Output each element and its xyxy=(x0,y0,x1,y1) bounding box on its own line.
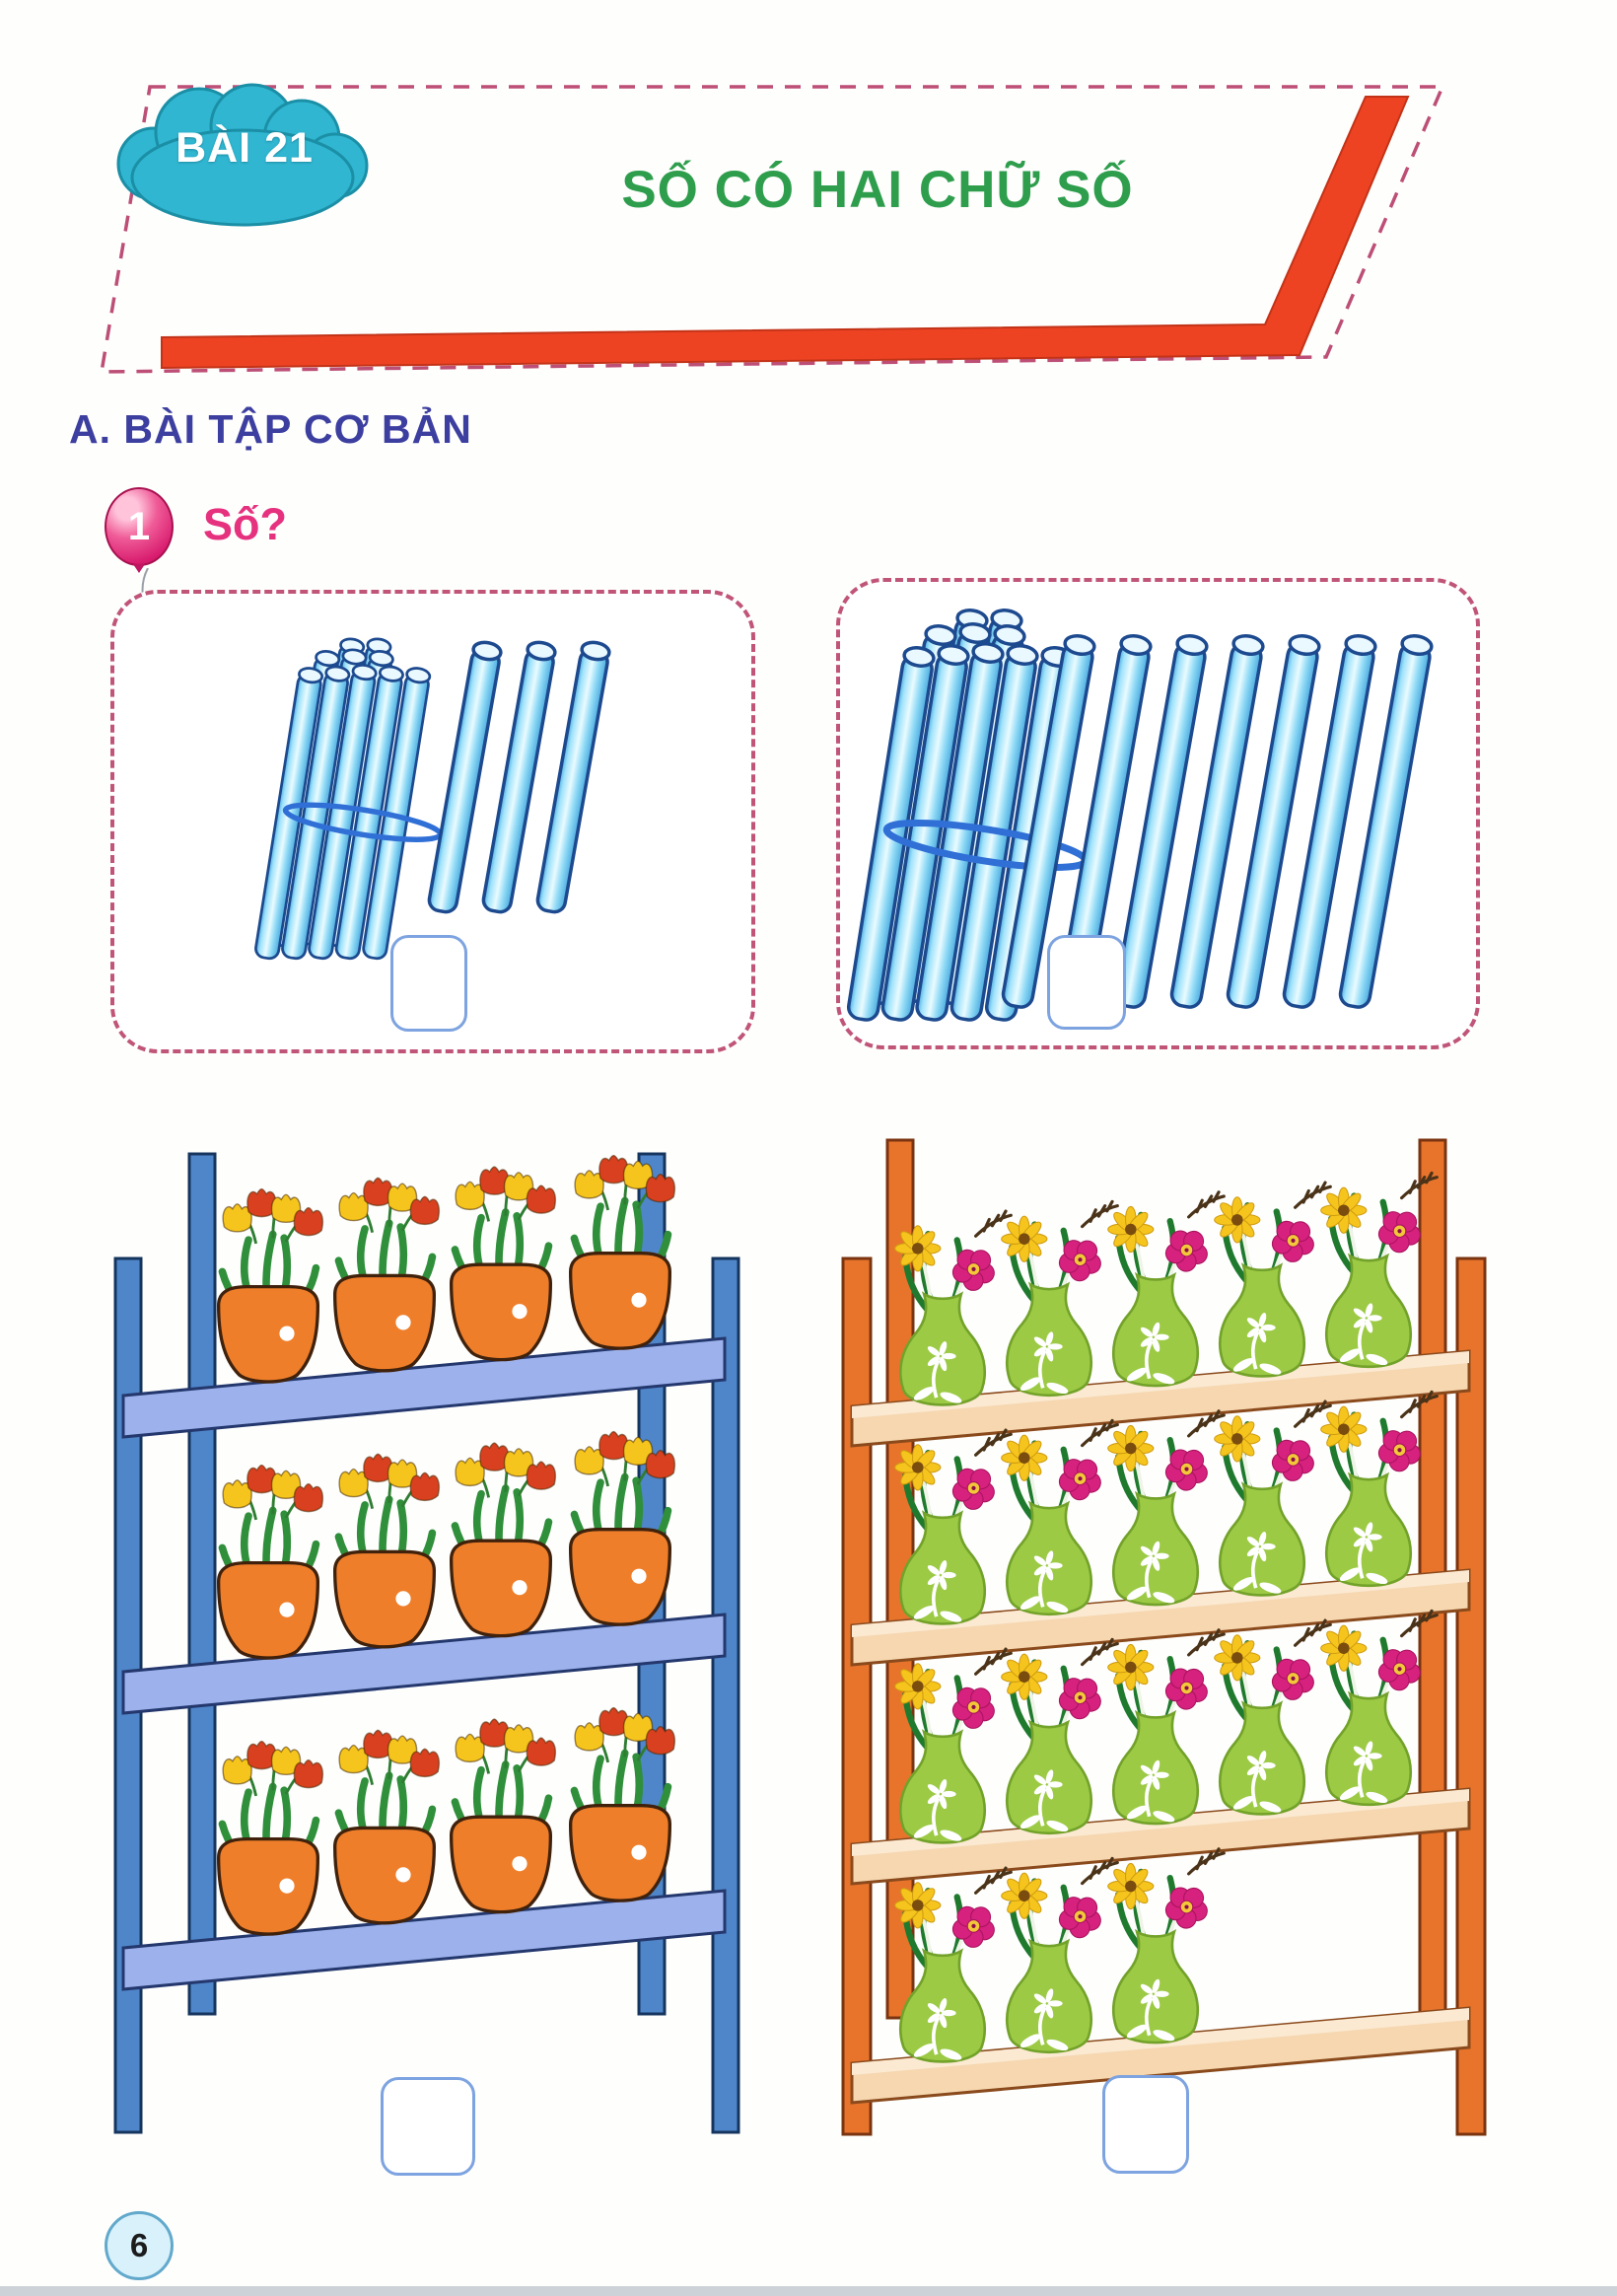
answer-box-sticks-left[interactable] xyxy=(390,935,467,1032)
answer-box-shelf-right[interactable] xyxy=(1102,2075,1189,2174)
exercise-number-balloon: 1 xyxy=(105,487,174,573)
exercise-label: Số? xyxy=(203,499,287,549)
sticks-illustration-left xyxy=(254,637,611,961)
cloud-icon xyxy=(116,83,369,227)
lesson-banner xyxy=(99,83,1445,374)
flower-pot-shelf xyxy=(113,1152,740,2134)
lesson-badge: BÀI 21 xyxy=(176,124,314,172)
sticks-illustration-right xyxy=(846,609,1434,1022)
page-number: 6 xyxy=(129,2227,149,2263)
scan-edge-strip xyxy=(0,2286,1617,2296)
section-heading: A. BÀI TẬP CƠ BẢN xyxy=(69,406,472,452)
flower-vase-shelf xyxy=(841,1138,1487,2136)
answer-box-sticks-right[interactable] xyxy=(1047,935,1126,1030)
banner-swoosh xyxy=(161,96,1410,370)
sticks-panel-right xyxy=(836,578,1480,1049)
exercise-number: 1 xyxy=(127,504,151,548)
banner-dashed-border xyxy=(99,85,1445,374)
answer-box-shelf-left[interactable] xyxy=(381,2077,475,2176)
page-number-badge: 6 xyxy=(105,2211,174,2280)
lesson-title: SỐ CÓ HAI CHỮ SỐ xyxy=(621,161,1134,219)
